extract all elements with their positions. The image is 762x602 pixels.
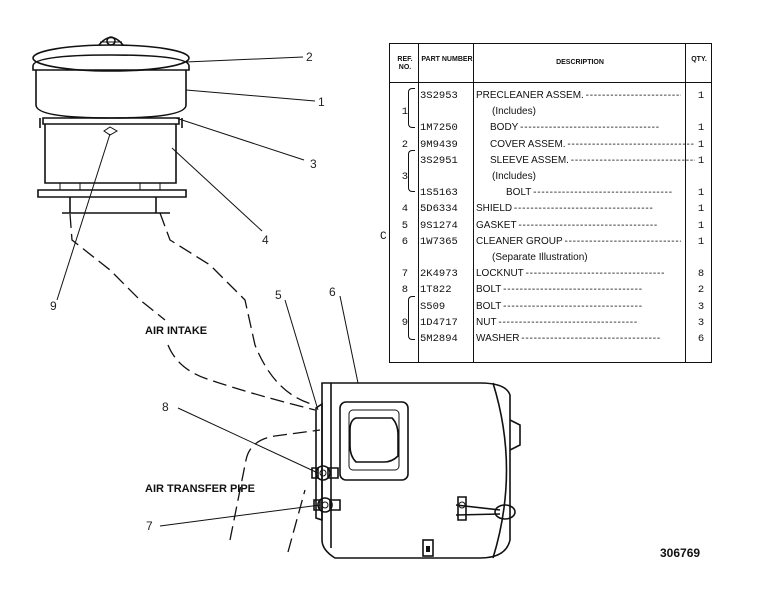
parts-table: REF. NO. PART NUMBER DESCRIPTION QTY. 3S… — [389, 43, 712, 363]
table-row: 3S2953 PRECLEANER ASSEM. 1 — [390, 88, 711, 104]
callout-1: 1 — [318, 95, 325, 109]
table-header: REF. NO. PART NUMBER DESCRIPTION QTY. — [390, 44, 711, 83]
table-row: 3 (Includes) — [390, 169, 711, 185]
header-ref: REF. NO. — [397, 56, 413, 71]
description-cell: GASKET — [476, 218, 681, 234]
part-number-cell: 3S2951 — [420, 154, 458, 167]
table-row: 9 1D4717 NUT 3 — [390, 315, 711, 331]
gasket — [315, 402, 323, 522]
cleaner-group — [315, 382, 521, 559]
table-row: (Separate Illustration) — [390, 250, 711, 266]
ref-cell: 4 — [401, 203, 408, 216]
shield — [37, 189, 187, 198]
ref-cell: 9 — [401, 316, 408, 329]
callout-7: 7 — [146, 519, 153, 533]
quantity-cell: 1 — [697, 235, 705, 248]
figure-number: 306769 — [660, 546, 701, 560]
reference-marker: C — [380, 231, 387, 243]
description-cell: SLEEVE ASSEM. — [476, 153, 695, 169]
table-row: 1 (Includes) — [390, 104, 711, 120]
precleaner-body — [35, 70, 187, 119]
description-cell: BODY — [476, 120, 695, 136]
callout-2: 2 — [306, 50, 313, 64]
callout-4: 4 — [262, 233, 269, 247]
ref-cell: 7 — [401, 268, 408, 281]
part-number-cell: 2K4973 — [420, 268, 458, 281]
description-cell: BOLT — [476, 185, 711, 201]
quantity-cell: 3 — [697, 300, 705, 313]
callout-5: 5 — [275, 288, 282, 302]
quantity-cell: 3 — [697, 316, 705, 329]
part-number-cell: S509 — [420, 300, 446, 313]
description-cell: BOLT — [476, 282, 681, 298]
description-cell: SHIELD — [476, 201, 681, 217]
description-cell: (Includes) — [492, 171, 536, 182]
table-row: 1M7250 BODY1 — [390, 120, 711, 136]
ref-cell: 6 — [401, 235, 408, 248]
quantity-cell: 1 — [697, 90, 705, 102]
description-cell: (Includes) — [492, 106, 536, 118]
quantity-cell: 6 — [697, 333, 705, 345]
quantity-cell: 2 — [697, 284, 705, 297]
part-number-cell: 1M7250 — [420, 122, 458, 135]
description-cell: NUT — [476, 315, 681, 331]
part-number-cell: 1D4717 — [420, 316, 458, 329]
ref-cell: 8 — [401, 284, 408, 297]
ref-cell: 5 — [401, 219, 408, 232]
ref-cell: 2 — [401, 138, 408, 151]
part-number-cell: 9M9439 — [420, 138, 458, 151]
table-row: 7 2K4973 LOCKNUT 8 — [390, 266, 711, 282]
callout-3: 3 — [310, 157, 317, 171]
quantity-cell: 1 — [697, 122, 705, 135]
table-row: 5 9S1274 GASKET 1 — [390, 218, 711, 234]
description-cell: WASHER — [476, 331, 681, 347]
quantity-cell: 1 — [697, 203, 705, 216]
part-number-cell: 5D6334 — [420, 203, 458, 216]
table-row: 3S2951 SLEEVE ASSEM.1 — [390, 153, 711, 169]
part-number-cell: 9S1274 — [420, 219, 458, 232]
quantity-cell: 1 — [697, 219, 705, 232]
callout-8: 8 — [162, 400, 169, 414]
part-number-cell: 1S5163 — [420, 187, 458, 200]
ref-cell: 3 — [401, 171, 408, 183]
description-cell: PRECLEANER ASSEM. — [476, 88, 681, 104]
precleaner-assembly — [32, 36, 190, 214]
table-row: 2 9M9439 COVER ASSEM.1 — [390, 137, 711, 153]
description-cell: CLEANER GROUP — [476, 234, 681, 250]
precleaner-cover — [32, 44, 190, 72]
header-qty: QTY. — [691, 56, 707, 63]
description-cell: BOLT — [476, 299, 681, 315]
callout-9: 9 — [50, 299, 57, 313]
table-row: 1S5163 BOLT1 — [390, 185, 711, 201]
header-desc: DESCRIPTION — [556, 59, 604, 66]
header-part: PART NUMBER — [421, 56, 473, 63]
part-number-cell: 5M2894 — [420, 333, 458, 345]
part-number-cell: 1W7365 — [420, 235, 458, 248]
air-transfer-pipe-label: AIR TRANSFER PIPE — [145, 483, 255, 495]
table-row: 8 1T822 BOLT 2 — [390, 282, 711, 298]
quantity-cell: 1 — [697, 187, 705, 200]
quantity-cell: 1 — [697, 154, 705, 167]
ref-cell: 1 — [401, 106, 408, 119]
callout-6: 6 — [329, 285, 336, 299]
part-number-cell: 3S2953 — [420, 90, 458, 102]
description-cell: COVER ASSEM. — [476, 137, 695, 153]
brace-9 — [408, 296, 415, 340]
brace-3 — [408, 150, 415, 192]
table-row: 5M2894 WASHER 6 — [390, 331, 711, 347]
description-cell: LOCKNUT — [476, 266, 681, 282]
air-intake-label: AIR INTAKE — [145, 325, 207, 337]
quantity-cell: 1 — [697, 138, 705, 151]
sleeve-assembly — [44, 124, 177, 184]
table-row: S509 BOLT 3 — [390, 299, 711, 315]
part-number-cell: 1T822 — [420, 284, 452, 297]
brace-1 — [408, 88, 415, 128]
table-row: 6 1W7365 CLEANER GROUP 1 — [390, 234, 711, 250]
table-row: 4 5D6334 SHIELD 1 — [390, 201, 711, 217]
quantity-cell: 8 — [697, 268, 705, 281]
description-cell: (Separate Illustration) — [492, 252, 588, 263]
